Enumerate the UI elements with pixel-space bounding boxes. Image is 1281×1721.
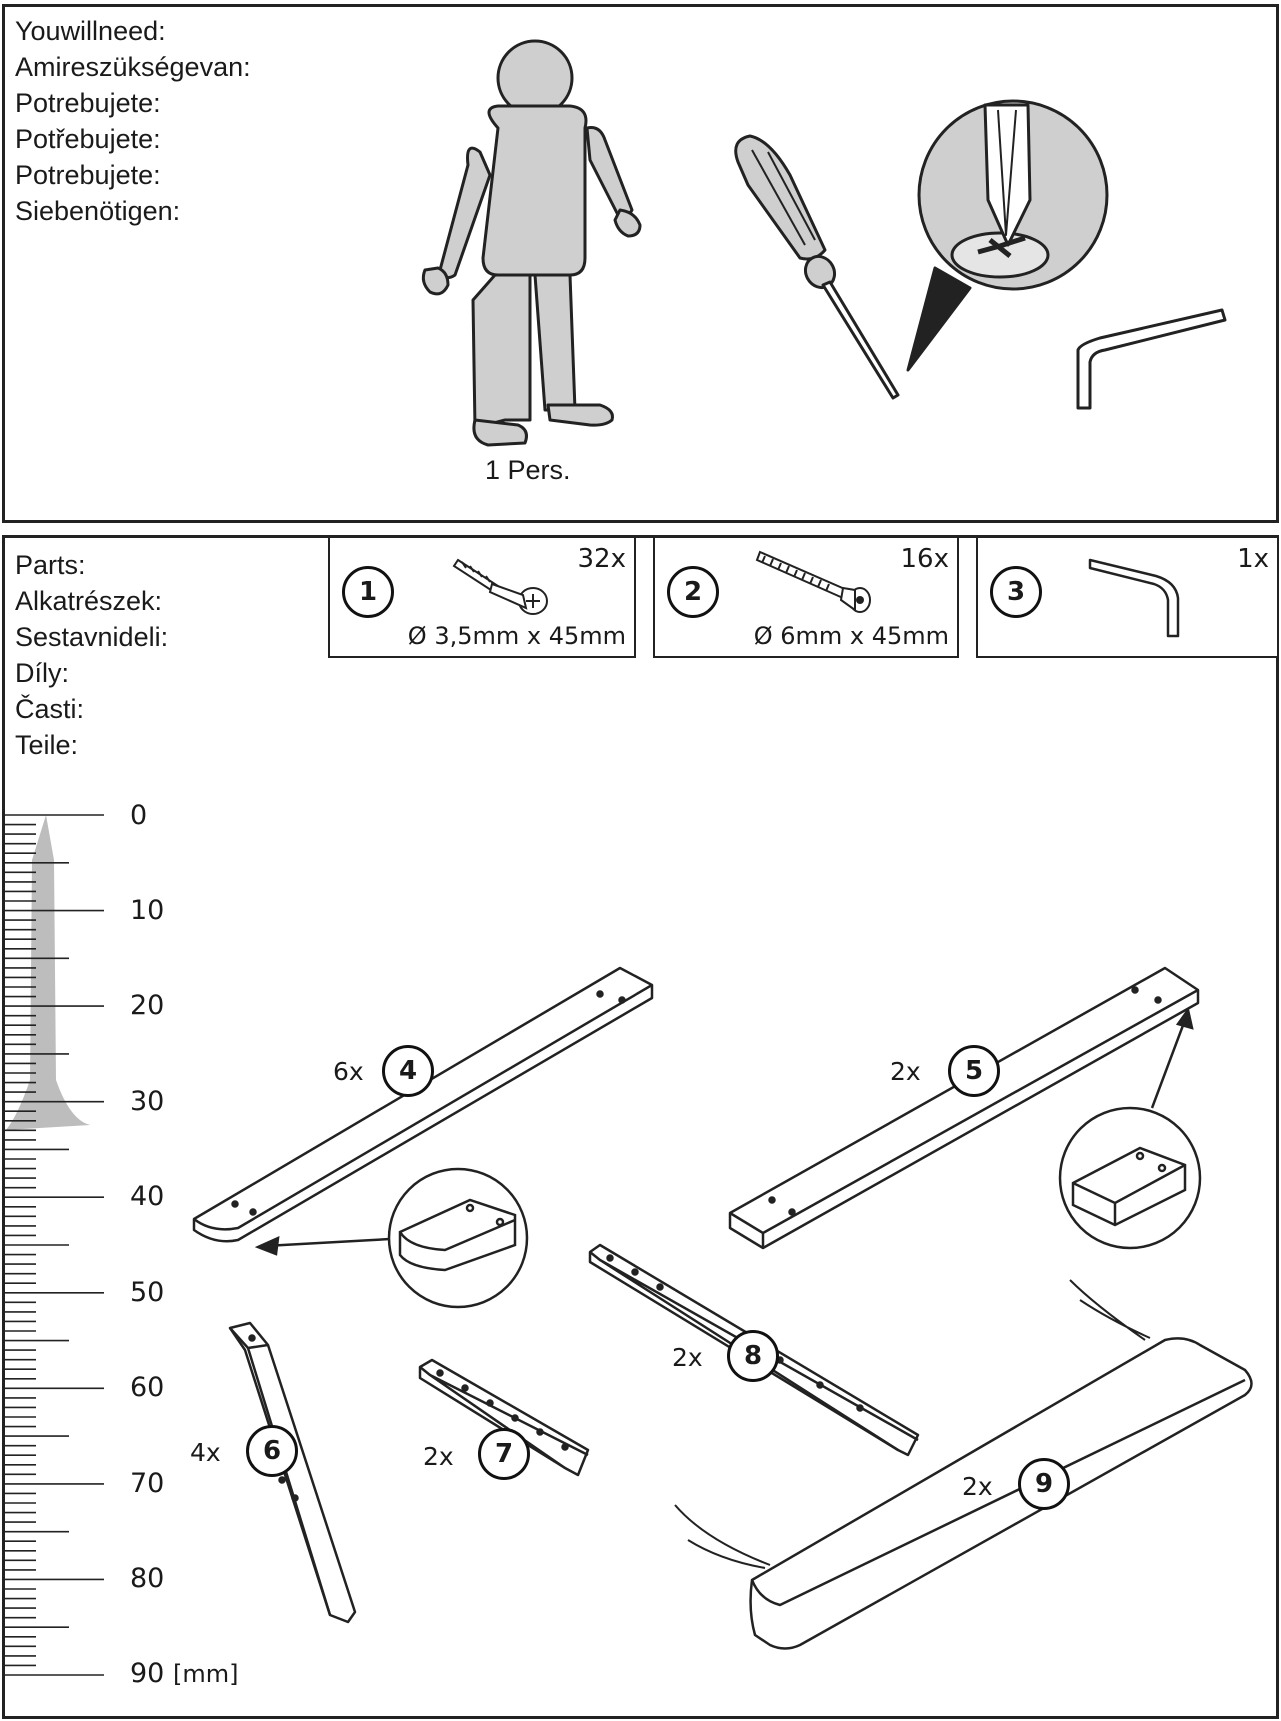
parts-heading-de: Teile: xyxy=(15,730,79,760)
piece-quantity-7: 2x xyxy=(423,1442,454,1471)
ruler-label: 80 xyxy=(130,1563,165,1594)
piece-number-5: 5 xyxy=(948,1045,1000,1097)
wood-screw-icon xyxy=(452,558,548,615)
ruler-label: 0 xyxy=(130,800,148,831)
piece-number-6: 6 xyxy=(246,1425,298,1477)
hardware-box-3: 3 1x xyxy=(976,536,1279,658)
ruler-label: 40 xyxy=(130,1181,165,1212)
part-number-badge: 3 xyxy=(990,566,1042,618)
tools-illustration xyxy=(421,39,1227,447)
parts-heading-hu: Alkatrészek: xyxy=(15,586,163,616)
person-count-label: 1 Pers. xyxy=(485,455,571,485)
part-dimension: Ø 3,5mm x 45mm xyxy=(407,622,626,650)
parts-panel: Parts: Alkatrészek: Sestavnideli: Díly: … xyxy=(2,535,1279,1719)
parts-heading: Parts: Alkatrészek: Sestavnideli: Díly: … xyxy=(15,547,168,763)
ruler-label: 50 xyxy=(130,1277,165,1308)
piece-quantity-9: 2x xyxy=(962,1472,993,1501)
detail-magnifier-part-4 xyxy=(254,1167,529,1309)
heading-cs: Potřebujete: xyxy=(15,124,161,154)
part-quantity: 1x xyxy=(1237,544,1269,574)
heading-en: Youwillneed: xyxy=(15,16,166,46)
heading-sl: Potrebujete: xyxy=(15,88,161,118)
ruler-label: 20 xyxy=(130,990,165,1021)
heading-de: Siebenötigen: xyxy=(15,196,181,226)
parts-heading-sl: Sestavnideli: xyxy=(15,622,169,652)
hardware-box-2: 2 16x Ø 6mm x 45mm xyxy=(653,536,959,658)
part-quantity: 32x xyxy=(577,544,626,574)
part-number-badge: 2 xyxy=(667,566,719,618)
small-allen-key-icon xyxy=(1088,558,1180,638)
piece-number-4: 4 xyxy=(382,1045,434,1097)
wood-bar-part-6 xyxy=(228,1321,357,1624)
cushion-part-9 xyxy=(674,1279,1253,1650)
ruler-unit: [mm] xyxy=(172,1660,239,1688)
piece-quantity-8: 2x xyxy=(672,1343,703,1372)
ruler-label-90: 90 xyxy=(130,1658,165,1689)
part-quantity: 16x xyxy=(900,544,949,574)
piece-quantity-5: 2x xyxy=(890,1057,921,1086)
part-dimension: Ø 6mm x 45mm xyxy=(753,622,949,650)
ruler-label: 70 xyxy=(130,1468,165,1499)
ruler-screw-silhouette xyxy=(6,815,90,1130)
piece-number-8: 8 xyxy=(727,1330,779,1382)
ruler-label: 10 xyxy=(130,895,165,926)
parts-heading-sk: Časti: xyxy=(15,694,85,724)
piece-quantity-6: 4x xyxy=(190,1438,221,1467)
parts-heading-en: Parts: xyxy=(15,550,86,580)
ruler-label: 60 xyxy=(130,1372,165,1403)
ruler-scale xyxy=(4,814,104,1676)
piece-number-7: 7 xyxy=(478,1428,530,1480)
wood-bar-part-4 xyxy=(192,966,654,1243)
allen-key-icon xyxy=(1076,308,1227,410)
piece-quantity-4: 6x xyxy=(333,1057,364,1086)
hardware-box-1: 1 32x Ø 3,5mm x 45mm xyxy=(328,536,636,658)
heading-sk: Potrebujete: xyxy=(15,160,161,190)
wood-bar-part-5 xyxy=(728,966,1200,1250)
detail-magnifier-part-5 xyxy=(1058,1006,1202,1250)
screwdriver-icon xyxy=(734,134,900,400)
person-icon xyxy=(421,39,642,447)
ruler-label: 30 xyxy=(130,1086,165,1117)
parts-heading-cs: Díly: xyxy=(15,658,69,688)
bolt-icon xyxy=(755,550,871,613)
screw-head-magnifier-icon xyxy=(906,99,1109,372)
tools-needed-heading: Youwillneed: Amireszükségevan: Potrebuje… xyxy=(15,13,251,229)
ruler-label: 90 [mm] xyxy=(130,1658,238,1689)
part-number-badge: 1 xyxy=(342,566,394,618)
wood-bar-part-7 xyxy=(418,1358,590,1477)
piece-number-9: 9 xyxy=(1018,1458,1070,1510)
heading-hu: Amireszükségevan: xyxy=(15,52,251,82)
